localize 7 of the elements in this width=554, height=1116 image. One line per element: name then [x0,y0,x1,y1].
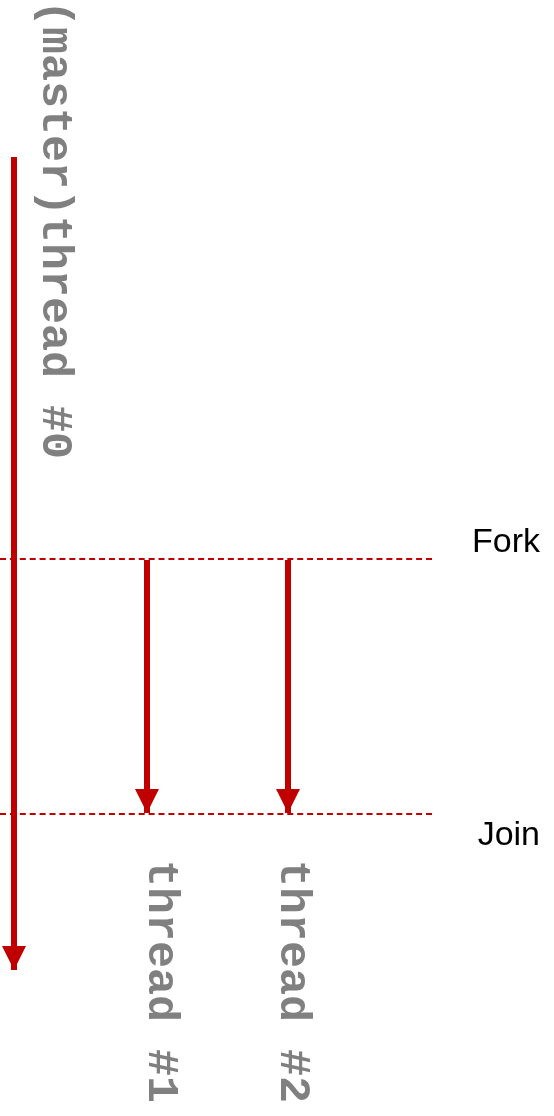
arrow [276,560,300,813]
stage-label: Join [477,813,540,853]
thread-label: thread #2 [272,860,312,1104]
thread-label: (master)thread #0 [34,0,74,460]
stage-label: Fork [472,520,540,560]
arrow [135,560,159,813]
thread-label: thread #1 [140,860,180,1104]
